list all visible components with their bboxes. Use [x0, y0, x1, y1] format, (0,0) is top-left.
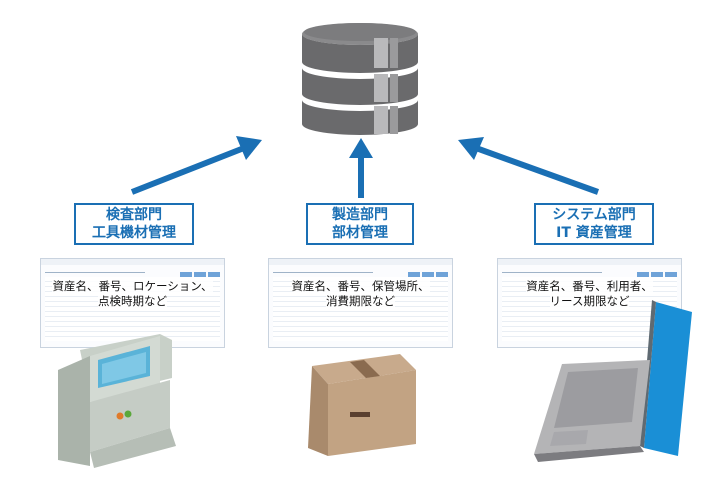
asset-screen-manufacturing: 資産名、番号、保管場所、 消費期限など [268, 258, 453, 348]
database-icon [302, 23, 418, 135]
department-label-manufacturing: 製造部門 部材管理 [306, 203, 414, 245]
cardboard-box-icon [308, 354, 416, 456]
asset-description-it: 資産名、番号、利用者、 リース期限など [526, 279, 653, 309]
department-label-it: システム部門 IT 資産管理 [534, 203, 654, 245]
inspection-machine-icon [58, 334, 176, 468]
arrow-left [130, 145, 246, 195]
asset-description-inspection: 資産名、番号、ロケーション、 点検時期など [52, 279, 213, 309]
department-label-inspection: 検査部門 工具機材管理 [74, 203, 194, 245]
asset-description-manufacturing: 資産名、番号、保管場所、 消費期限など [291, 279, 430, 309]
arrow-right [474, 145, 600, 195]
laptop-icon [534, 300, 692, 462]
asset-screen-it: 資産名、番号、利用者、 リース期限など [497, 258, 682, 348]
